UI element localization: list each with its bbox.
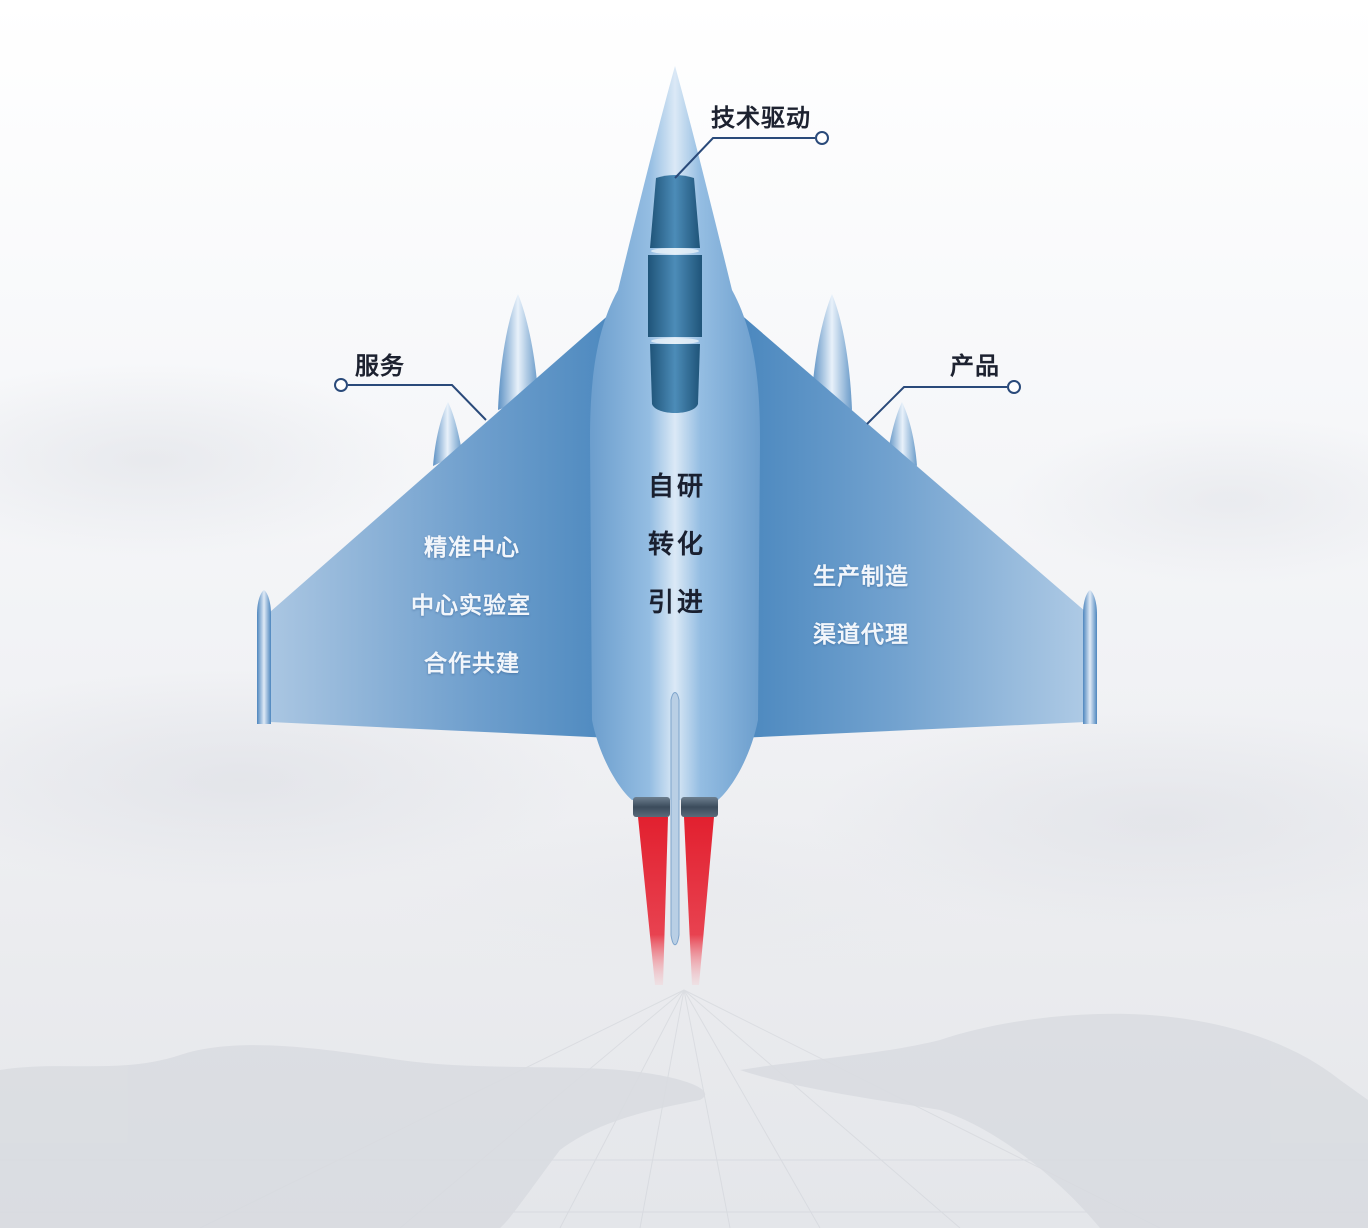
callout-label-tech-driven: 技术驱动 [711,104,811,132]
fuselage-item-transformation: 转化 [648,530,707,560]
right-wing [738,312,1086,738]
cockpit [648,175,702,413]
left-wing-item-co-construction: 合作共建 [424,651,520,677]
right-nozzle [681,797,718,817]
tail-rail [670,692,680,946]
left-wing-item-precision-center: 精准中心 [424,535,520,561]
fuselage [590,66,760,800]
callout-left-wing-line [334,378,487,421]
left-exhaust-flame [638,817,668,985]
right-wing-item-manufacturing: 生产制造 [813,564,909,590]
left-fin-large [498,294,538,410]
right-exhaust-flame [684,817,714,985]
callout-nose-line [674,131,829,179]
callout-label-service: 服务 [355,352,405,380]
callout-label-product: 产品 [950,352,1000,380]
fuselage-item-self-research: 自研 [648,472,707,502]
callout-right-wing-line [866,380,1021,425]
left-wing [270,312,612,738]
left-nozzle [633,797,670,817]
right-wing-item-channel-agency: 渠道代理 [813,622,909,648]
world-map-backdrop [0,989,1368,1228]
fuselage-item-introduction: 引进 [648,588,707,618]
left-wingtip-rail [257,590,271,724]
right-fin-large [812,294,852,410]
left-wing-item-central-lab: 中心实验室 [411,593,531,619]
right-wingtip-rail [1083,590,1097,724]
